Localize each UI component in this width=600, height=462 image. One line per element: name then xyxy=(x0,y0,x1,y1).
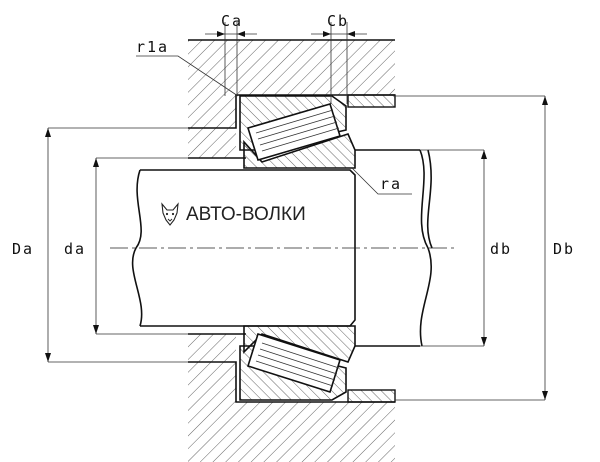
dimension-Da xyxy=(45,127,188,363)
shoulder-ring-bottom xyxy=(347,389,396,403)
bearing-inner-ring-top xyxy=(243,133,356,169)
watermark-text: АВТО-ВОЛКИ xyxy=(186,204,306,225)
shaft xyxy=(131,149,433,347)
shoulder-ring-top xyxy=(347,94,396,108)
dimension-Ca xyxy=(205,22,257,96)
dimension-db xyxy=(420,149,487,347)
label-Da: Da xyxy=(12,240,34,258)
leader-ra xyxy=(351,167,412,195)
dimension-Cb xyxy=(311,22,367,104)
label-ra: ra xyxy=(380,175,402,193)
label-r1a: r1a xyxy=(136,38,169,56)
tapered-roller-top xyxy=(246,103,342,161)
label-Db: Db xyxy=(553,240,575,258)
shaft-shoulder-top xyxy=(188,128,246,159)
shaft-shoulder-bottom xyxy=(188,333,246,362)
watermark: АВТО-ВОЛКИ xyxy=(161,202,306,226)
label-db: db xyxy=(490,240,512,258)
label-da: da xyxy=(64,240,86,258)
label-Ca: Ca xyxy=(221,12,243,30)
dimension-da xyxy=(93,157,188,335)
dimension-Db xyxy=(395,95,548,401)
label-Cb: Cb xyxy=(327,12,349,30)
tapered-roller-bottom xyxy=(246,332,342,394)
leader-r1a xyxy=(136,55,239,97)
wolf-head-icon xyxy=(161,202,179,226)
